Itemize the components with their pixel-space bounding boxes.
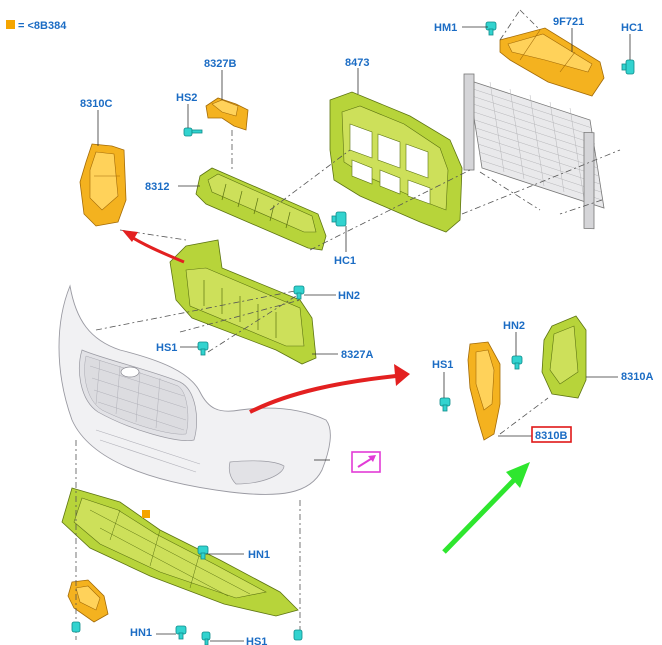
clip-hn1-low <box>197 545 209 560</box>
underbody-shield <box>61 487 299 617</box>
part-8312 <box>195 167 327 251</box>
label-hs1-mid[interactable]: HS1 <box>156 342 177 354</box>
part-8327a <box>169 239 317 365</box>
orange-marker <box>142 510 150 518</box>
legend-text: = <8B384 <box>18 20 67 32</box>
label-8310c[interactable]: 8310C <box>80 98 112 110</box>
part-8310a <box>541 315 587 399</box>
red-arrow-left <box>122 230 185 264</box>
label-8312[interactable]: 8312 <box>145 181 169 193</box>
clip-hs2 <box>183 127 203 137</box>
label-8310a[interactable]: 8310A <box>621 371 653 383</box>
clip-hc1-mid <box>331 211 347 227</box>
label-hs2[interactable]: HS2 <box>176 92 197 104</box>
part-8473 <box>329 91 463 233</box>
front-bumper <box>58 284 331 495</box>
lower-bracket <box>67 579 109 623</box>
label-hn1-bottom[interactable]: HN1 <box>130 627 152 639</box>
clip-hn1-bottom <box>175 625 187 640</box>
legend-swatch <box>6 20 15 29</box>
label-hc1-top[interactable]: HC1 <box>621 22 643 34</box>
label-8327b[interactable]: 8327B <box>204 58 236 70</box>
part-8310c <box>79 143 127 227</box>
radiator-part <box>463 73 605 230</box>
part-8327b <box>205 97 249 131</box>
green-arrow <box>442 462 530 554</box>
label-8327a[interactable]: 8327A <box>341 349 373 361</box>
label-hn1-low[interactable]: HN1 <box>248 549 270 561</box>
label-hs1-bottom[interactable]: HS1 <box>246 636 267 645</box>
label-9f721[interactable]: 9F721 <box>553 16 584 28</box>
label-hm1-top[interactable]: HM1 <box>434 22 457 34</box>
label-hn2-mid[interactable]: HN2 <box>338 290 360 302</box>
clip-hs1-right <box>439 397 451 412</box>
guide-lines <box>75 9 621 640</box>
label-8473[interactable]: 8473 <box>345 57 369 69</box>
clip-hs1-bottom <box>201 631 211 645</box>
clip-hn2-mid <box>293 285 305 300</box>
part-8310b <box>467 341 501 441</box>
legend: = <8B384 <box>6 20 67 32</box>
label-8310b[interactable]: 8310B <box>535 430 567 442</box>
clip-misc-bottom <box>71 621 303 641</box>
leader-lines <box>97 26 631 642</box>
red-arrow-right <box>249 364 410 414</box>
bumper-callout-icon[interactable] <box>351 451 381 473</box>
clip-hn2-right <box>511 355 523 370</box>
highlight-box-8310b <box>531 426 572 443</box>
part-9f721 <box>499 27 605 97</box>
label-hs1-right[interactable]: HS1 <box>432 359 453 371</box>
clip-hc1-top <box>621 59 635 75</box>
label-hc1-mid[interactable]: HC1 <box>334 255 356 267</box>
label-hn2-right[interactable]: HN2 <box>503 320 525 332</box>
clip-hm1-top <box>485 21 497 36</box>
clip-hs1-mid <box>197 341 209 356</box>
